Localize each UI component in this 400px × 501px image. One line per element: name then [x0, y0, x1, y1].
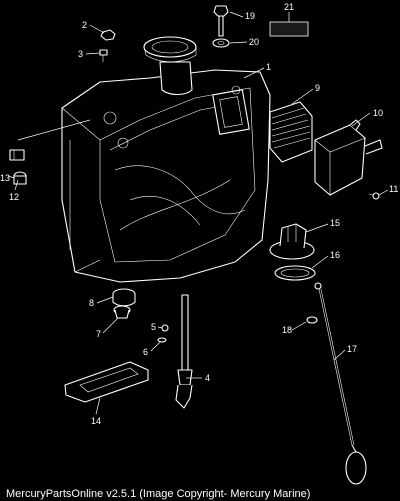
callout-7: 7 [96, 329, 101, 339]
callout-2: 2 [82, 20, 87, 30]
callout-5: 5 [151, 322, 156, 332]
callout-18: 18 [282, 325, 292, 335]
callout-17: 17 [347, 344, 357, 354]
callout-19: 19 [245, 11, 255, 21]
callout-10: 10 [373, 108, 383, 118]
callout-12: 12 [9, 192, 19, 202]
washer[interactable] [212, 38, 230, 48]
callout-4: 4 [205, 373, 210, 383]
callout-14: 14 [91, 416, 101, 426]
dipstick-chain[interactable] [314, 282, 367, 485]
dipstick-tube[interactable] [175, 294, 193, 409]
plug[interactable] [113, 305, 131, 319]
filler-neck[interactable] [143, 36, 197, 96]
copyright-caption: MercuryPartsOnline v2.5.1 (Image Copyrig… [6, 488, 311, 500]
callout-8: 8 [89, 298, 94, 308]
module-screw[interactable] [368, 192, 380, 200]
callout-9: 9 [315, 83, 320, 93]
callout-13: 13 [0, 173, 10, 183]
tank-grommet[interactable] [112, 288, 136, 307]
callout-20: 20 [249, 37, 259, 47]
oil-tank[interactable] [61, 69, 271, 283]
hose-clip[interactable] [9, 149, 25, 161]
filter-element[interactable] [269, 101, 313, 163]
washer-small[interactable] [157, 337, 167, 343]
grommet[interactable] [13, 171, 27, 185]
callout-15: 15 [330, 218, 340, 228]
drain-cap[interactable] [269, 223, 315, 260]
floor-pad[interactable] [64, 361, 149, 403]
callout-16: 16 [330, 250, 340, 260]
small-screw[interactable] [161, 324, 169, 332]
o-ring[interactable] [274, 265, 316, 281]
callout-21: 21 [284, 2, 294, 12]
callout-3: 3 [78, 49, 83, 59]
callout-1: 1 [266, 62, 271, 72]
bolt[interactable] [213, 5, 229, 37]
nut[interactable] [100, 29, 116, 41]
label-decal[interactable] [269, 21, 309, 37]
callout-labels: 1 2 3 4 5 6 7 8 9 10 11 12 13 14 15 16 1… [0, 2, 398, 426]
control-module[interactable] [314, 119, 383, 196]
leader-lines [7, 11, 389, 415]
retainer-clip[interactable] [306, 316, 318, 324]
screw[interactable] [99, 49, 108, 62]
callout-6: 6 [143, 347, 148, 357]
callout-11: 11 [389, 184, 398, 194]
